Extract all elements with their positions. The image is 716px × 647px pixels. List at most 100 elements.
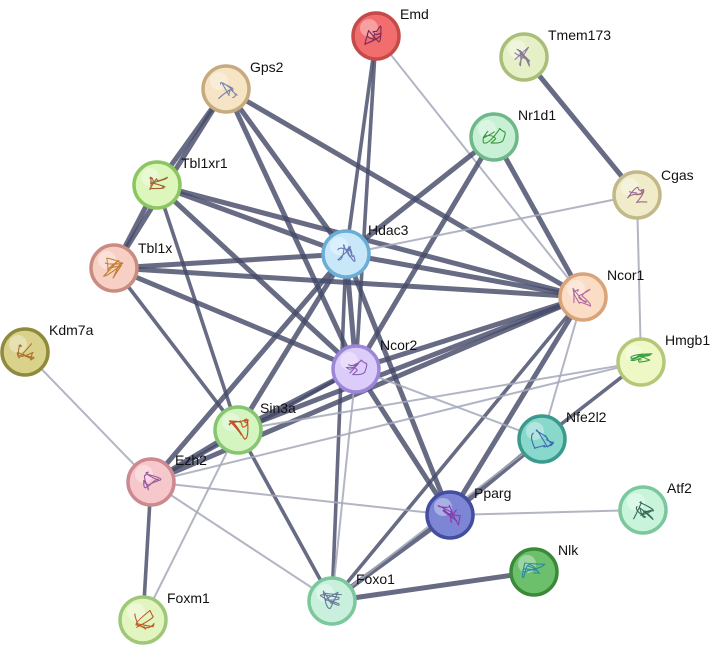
node-gps2-highlight	[210, 72, 228, 90]
edge-gps2-ncor1[interactable]	[223, 86, 586, 300]
node-nfe2l2-circle[interactable]	[517, 414, 567, 464]
node-nfe2l2-highlight	[526, 422, 544, 440]
protein-structure-icon	[521, 562, 546, 579]
edge-hdac3-ncor1[interactable]	[343, 251, 586, 300]
edge-hdac3-sin3a[interactable]	[235, 251, 349, 433]
node-label-kdm7a: Kdm7a	[49, 322, 94, 338]
protein-structure-icon	[633, 501, 654, 521]
edge-ncor2-nfe2l2[interactable]	[355, 368, 543, 440]
node-label-tbl1x: Tbl1x	[138, 240, 172, 256]
edge-gps2-ncor2[interactable]	[223, 86, 359, 372]
edge-sin3a-hmgb1[interactable]	[237, 361, 642, 431]
edge-hdac3-ezh2[interactable]	[148, 251, 349, 485]
node-label-tmem173: Tmem173	[548, 27, 611, 43]
node-foxm1[interactable]: Foxm1	[118, 590, 210, 645]
protein-structure-icon	[319, 590, 342, 609]
node-ezh2-circle[interactable]	[126, 457, 176, 507]
node-emd-circle[interactable]	[351, 11, 401, 61]
edge-tbl1xr1-ncor1[interactable]	[154, 182, 586, 300]
node-tbl1xr1-circle[interactable]	[132, 160, 182, 210]
node-label-nfe2l2: Nfe2l2	[566, 409, 607, 425]
protein-structure-icon	[627, 186, 648, 204]
edge-nr1d1-ncor1[interactable]	[491, 134, 586, 300]
node-foxm1-circle[interactable]	[118, 595, 168, 645]
node-tbl1xr1[interactable]: Tbl1xr1	[132, 155, 228, 210]
edge-emd-ncor2[interactable]	[354, 34, 378, 371]
edge-pparg-atf2[interactable]	[449, 509, 644, 516]
node-nlk-circle[interactable]	[509, 547, 559, 597]
protein-structure-icon	[337, 244, 356, 262]
node-gps2-circle[interactable]	[201, 64, 251, 114]
node-label-pparg: Pparg	[474, 485, 511, 501]
edge-ncor2-foxo1[interactable]	[331, 368, 357, 602]
node-kdm7a[interactable]: Kdm7a	[0, 322, 94, 377]
node-ncor2[interactable]: Ncor2	[331, 337, 418, 394]
node-ncor1[interactable]: Ncor1	[558, 267, 645, 322]
edge-tbl1xr1-hdac3[interactable]	[154, 182, 349, 257]
edge-ezh2-hmgb1[interactable]	[150, 361, 642, 483]
node-label-emd: Emd	[400, 6, 429, 22]
edge-pparg-ezh2[interactable]	[150, 481, 451, 516]
protein-structure-icon	[217, 82, 238, 100]
protein-structure-icon	[629, 353, 653, 363]
node-hdac3-circle[interactable]	[321, 229, 371, 279]
edge-emd-ncor1[interactable]	[375, 35, 584, 298]
edge-sin3a-foxo1[interactable]	[236, 428, 334, 603]
protein-structure-icon	[514, 46, 531, 68]
node-pparg[interactable]: Pparg	[425, 485, 511, 540]
node-ezh2[interactable]: Ezh2	[126, 452, 207, 507]
edge-ncor1-pparg[interactable]	[447, 294, 586, 518]
protein-structure-icon	[228, 418, 250, 440]
protein-structure-icon	[16, 343, 35, 361]
edge-cgas-hmgb1[interactable]	[636, 194, 642, 363]
node-nr1d1[interactable]: Nr1d1	[469, 107, 556, 162]
edge-sin3a-foxm1[interactable]	[142, 429, 239, 621]
protein-structure-icon	[149, 176, 168, 190]
edge-gps2-hdac3[interactable]	[223, 86, 349, 257]
edge-hdac3-foxo1[interactable]	[330, 252, 348, 603]
protein-structure-icon	[143, 471, 162, 491]
node-nlk[interactable]: Nlk	[509, 542, 579, 597]
node-cgas[interactable]: Cgas	[612, 167, 694, 220]
node-tbl1x[interactable]: Tbl1x	[89, 240, 172, 293]
edge-tmem173-cgas[interactable]	[521, 54, 640, 198]
protein-structure-icon	[102, 257, 124, 279]
node-label-sin3a: Sin3a	[260, 400, 296, 416]
protein-structure-icon	[345, 359, 368, 376]
protein-structure-icon	[482, 127, 506, 144]
node-label-nr1d1: Nr1d1	[518, 107, 556, 123]
node-hdac3[interactable]: Hdac3	[321, 222, 409, 279]
node-gps2[interactable]: Gps2	[201, 59, 284, 114]
node-label-ncor2: Ncor2	[380, 337, 418, 353]
node-foxo1[interactable]: Foxo1	[307, 571, 395, 626]
node-atf2[interactable]: Atf2	[618, 480, 692, 535]
node-hmgb1[interactable]: Hmgb1	[616, 332, 710, 387]
edge-foxo1-ezh2[interactable]	[150, 481, 333, 602]
edge-ncor1-foxo1[interactable]	[330, 295, 585, 603]
edge-nr1d1-hdac3[interactable]	[343, 134, 497, 257]
protein-structure-icon	[437, 504, 462, 526]
node-emd[interactable]: Emd	[351, 6, 429, 61]
edge-emd-hdac3[interactable]	[344, 34, 378, 256]
edge-ezh2-kdm7a[interactable]	[24, 351, 152, 483]
edge-tbl1xr1-sin3a[interactable]	[155, 183, 240, 432]
node-tmem173[interactable]: Tmem173	[499, 27, 611, 82]
node-label-atf2: Atf2	[667, 480, 692, 496]
edge-ncor2-pparg[interactable]	[353, 366, 453, 518]
edge-cgas-hdac3[interactable]	[345, 194, 638, 255]
node-ezh2-highlight	[135, 465, 153, 483]
node-label-gps2: Gps2	[250, 59, 284, 75]
node-sin3a[interactable]: Sin3a	[213, 400, 296, 455]
edge-foxo1-nlk[interactable]	[329, 569, 537, 604]
edge-tbl1x-ncor2[interactable]	[111, 265, 359, 372]
node-label-tbl1xr1: Tbl1xr1	[181, 155, 228, 171]
node-label-hdac3: Hdac3	[368, 222, 409, 238]
node-nfe2l2[interactable]: Nfe2l2	[517, 409, 607, 464]
protein-structure-icon	[364, 25, 382, 46]
node-label-ezh2: Ezh2	[175, 452, 207, 468]
node-cgas-highlight	[621, 178, 639, 196]
edge-tbl1x-hdac3[interactable]	[111, 251, 349, 271]
node-tbl1x-circle[interactable]	[89, 243, 139, 293]
protein-structure-icon	[572, 287, 592, 307]
